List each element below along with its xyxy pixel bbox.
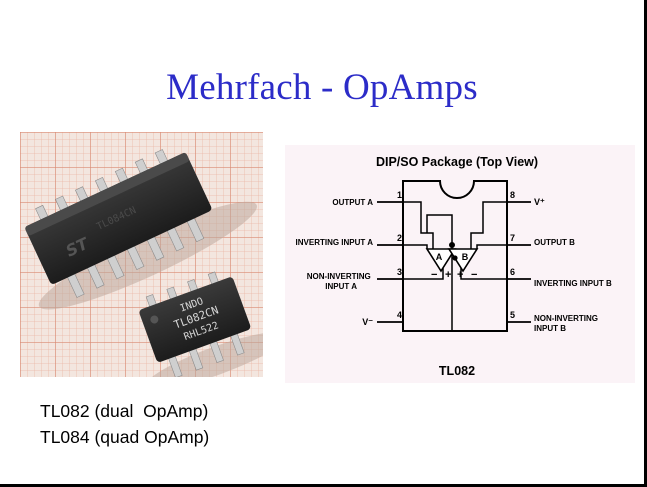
slide-title: Mehrfach - OpAmps (166, 67, 478, 108)
pin-5-number: 5 (510, 310, 515, 320)
sign-a-plus: + (445, 269, 451, 281)
amp-a-triangle (425, 248, 457, 273)
caption-tl082: TL082 (dual OpAmp) (40, 401, 209, 421)
pin-4-number: 4 (397, 310, 402, 320)
amp-a-label: A (436, 252, 443, 262)
sign-b-plus: + (457, 269, 463, 281)
pin-7-label: OUTPUT B (534, 238, 575, 247)
chip-dip14: ST TL084CN (25, 149, 257, 310)
pin-5-label: NON-INVERTING INPUT B (534, 314, 600, 333)
chip-dip8: INDO TL082CN RHL522 (139, 271, 263, 377)
amp-b-label: B (462, 252, 469, 262)
pin-3-label: NON-INVERTING INPUT A (307, 272, 373, 291)
pinout-diagram: DIP/SO Package (Top View) (285, 145, 635, 383)
pin-7-number: 7 (510, 233, 515, 243)
pin-6-number: 6 (510, 267, 515, 277)
caption-tl084: TL084 (quad OpAmp) (40, 427, 210, 447)
pin-3-label-line1: NON-INVERTING (307, 272, 371, 281)
part-number: TL082 (439, 364, 475, 378)
pin-4-label: V⁻ (362, 317, 373, 327)
sign-a-minus: − (431, 269, 437, 281)
pin-3-label-line2: INPUT A (325, 282, 357, 291)
pin-2-label: INVERTING INPUT A (296, 238, 374, 247)
pinout-header: DIP/SO Package (Top View) (376, 155, 538, 169)
sign-b-minus: − (471, 269, 477, 281)
pin-1-label: OUTPUT A (332, 198, 373, 207)
pin-8-number: 8 (510, 190, 515, 200)
pin-8-label: V⁺ (534, 197, 545, 207)
chip-photo: ST TL084CN INDO TL082CN RHL522 (20, 132, 263, 377)
pin-2-number: 2 (397, 233, 402, 243)
pin-6-label: INVERTING INPUT B (534, 279, 612, 288)
pin-5-label-line1: NON-INVERTING (534, 314, 598, 323)
pin-5-label-line2: INPUT B (534, 324, 566, 333)
pin-1-number: 1 (397, 190, 402, 200)
pin-3-number: 3 (397, 267, 402, 277)
package-outline (402, 180, 508, 332)
